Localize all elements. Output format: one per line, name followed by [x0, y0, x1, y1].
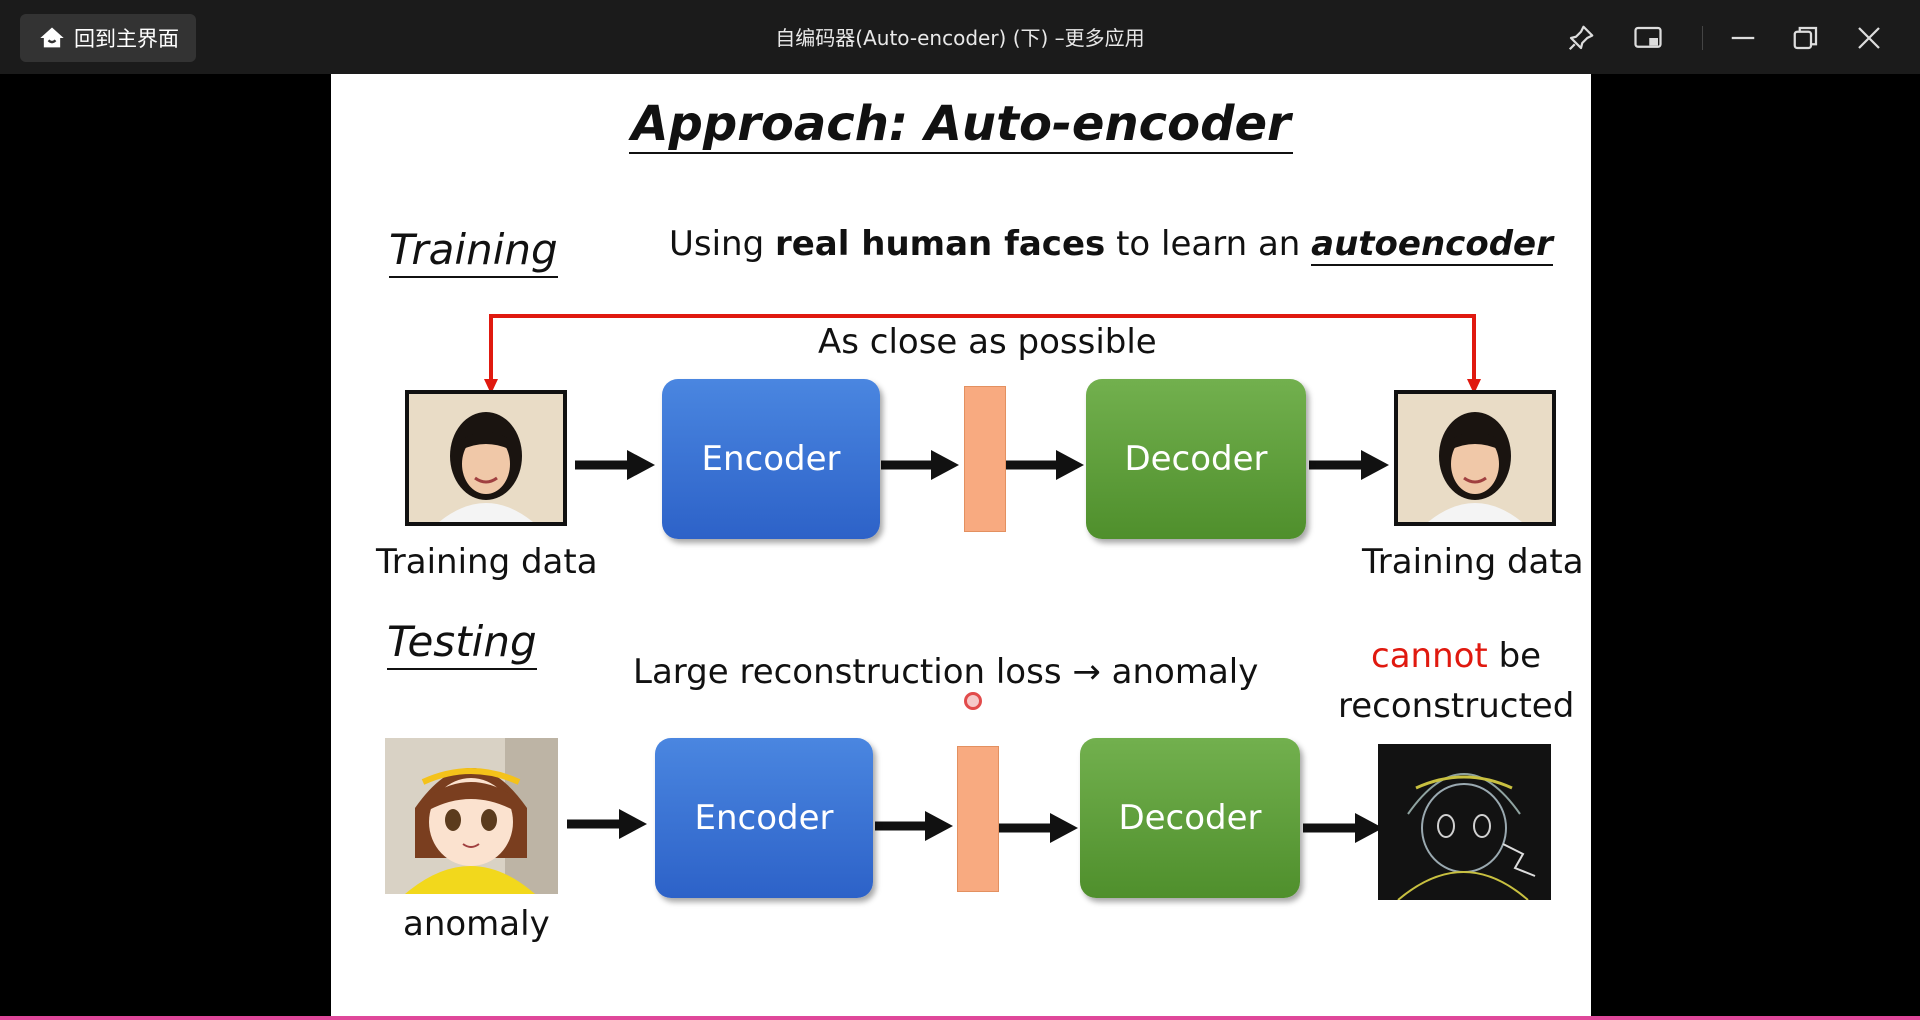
subtitle-mid: to learn an [1105, 224, 1312, 264]
anomaly-image-input [385, 738, 558, 894]
home-button-label: 回到主界面 [74, 27, 179, 51]
training-heading: Training [389, 224, 558, 278]
encoder-box-training: Encoder [662, 379, 880, 539]
picture-in-picture-button[interactable] [1626, 16, 1670, 60]
minimize-button[interactable] [1721, 16, 1765, 60]
close-button[interactable] [1847, 16, 1891, 60]
slide-title: Approach: Auto-encoder [331, 96, 1591, 154]
training-subtitle: Using real human faces to learn an autoe… [669, 224, 1553, 266]
edge-sketch-icon [1378, 744, 1551, 900]
cannot-word: cannot [1371, 636, 1488, 676]
close-icon [1858, 27, 1880, 49]
cannot-label-line2: reconstructed [1338, 686, 1575, 726]
anime-face-icon [385, 738, 558, 894]
subtitle-pre: Using [669, 224, 775, 264]
pin-button[interactable] [1559, 16, 1603, 60]
loss-label: Large reconstruction loss → anomaly [633, 652, 1259, 692]
home-icon [40, 27, 64, 48]
decoder-box-training: Decoder [1086, 379, 1306, 539]
subtitle-autoencoder: autoencoder [1311, 224, 1553, 266]
cannot-label-line1: cannot be [1371, 636, 1541, 676]
testing-heading: Testing [387, 616, 537, 670]
decoder-box-testing: Decoder [1080, 738, 1300, 898]
home-button[interactable]: 回到主界面 [20, 14, 196, 62]
slide: Approach: Auto-encoder Training Using re… [331, 74, 1591, 1016]
minimize-icon [1731, 36, 1755, 40]
training-data-right-label: Training data [1362, 542, 1584, 582]
face-photo-icon [1398, 394, 1552, 522]
anomaly-reconstruction-output [1378, 744, 1551, 900]
close-bracket [484, 314, 1481, 394]
restore-icon [1793, 26, 1818, 50]
latent-code-training [964, 386, 1006, 532]
face-photo-icon [409, 394, 563, 522]
progress-strip [0, 1016, 1920, 1020]
be-word: be [1487, 636, 1542, 676]
pip-icon [1634, 26, 1662, 48]
title-bar: 回到主界面 自编码器(Auto-encoder) (下) –更多应用 [0, 0, 1920, 74]
subtitle-bold: real human faces [774, 224, 1106, 264]
training-arrows [567, 450, 1389, 843]
pin-icon [1568, 25, 1594, 51]
title-bar-separator [1702, 26, 1703, 50]
training-data-left-label: Training data [376, 542, 598, 582]
encoder-box-testing: Encoder [655, 738, 873, 898]
latent-code-testing [957, 746, 999, 892]
slide-title-text: Approach: Auto-encoder [629, 96, 1293, 154]
close-label: As close as possible [818, 322, 1157, 362]
restore-button[interactable] [1784, 16, 1828, 60]
anomaly-label: anomaly [403, 904, 550, 944]
training-face-output [1394, 390, 1556, 526]
training-face-input [405, 390, 567, 526]
pointer-indicator [964, 692, 982, 710]
